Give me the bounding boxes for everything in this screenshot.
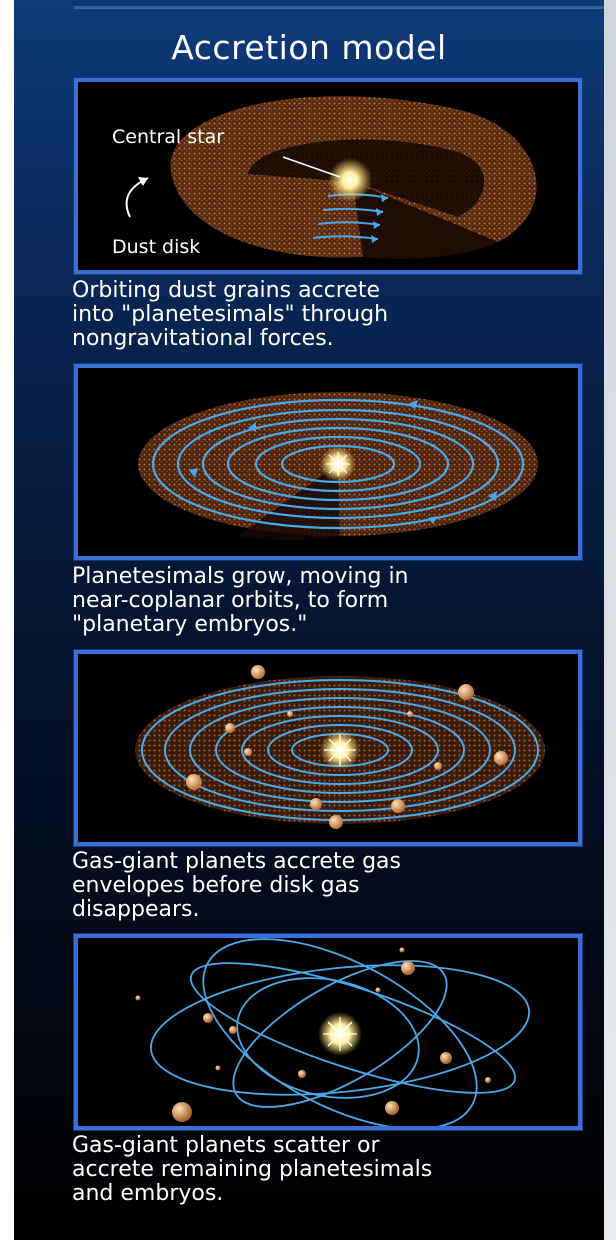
caption-2-line-3: "planetary embryos."	[72, 612, 308, 637]
caption-3-line-3: disappears.	[72, 897, 200, 922]
caption-2-line-1: Planetesimals grow, moving in	[72, 564, 409, 589]
panel-dust-disk: Central star Dust disk	[74, 78, 582, 274]
caption-4-line-1: Gas-giant planets scatter or	[72, 1133, 380, 1158]
panel-planetesimals	[74, 364, 582, 560]
accretion-poster: Accretion model	[14, 0, 604, 1240]
top-divider	[74, 6, 604, 9]
caption-3-line-1: Gas-giant planets accrete gas	[72, 849, 402, 874]
planetesimal-orbits-illustration	[138, 392, 538, 541]
label-central-star: Central star	[112, 126, 225, 148]
caption-1-line-2: into "planetesimals" through	[72, 302, 389, 327]
caption-3: Gas-giant planets accrete gas envelopes …	[72, 850, 602, 922]
caption-4-line-3: and embryos.	[72, 1181, 224, 1206]
label-dust-disk: Dust disk	[112, 236, 201, 258]
caption-1-line-1: Orbiting dust grains accrete	[72, 278, 380, 303]
caption-4-line-2: accrete remaining planetesimals	[72, 1157, 433, 1182]
caption-1-line-3: nongravitational forces.	[72, 326, 334, 351]
caption-1: Orbiting dust grains accrete into "plane…	[72, 279, 602, 351]
caption-2: Planetesimals grow, moving in near-copla…	[72, 565, 602, 637]
caption-3-line-2: envelopes before disk gas	[72, 873, 360, 898]
dust-disk-illustration	[125, 96, 537, 259]
scattered-orbits-illustration	[135, 938, 530, 1126]
page-title: Accretion model	[171, 28, 447, 67]
panel-scattering	[74, 934, 582, 1130]
gas-giant-disk-illustration	[135, 665, 545, 829]
caption-4: Gas-giant planets scatter or accrete rem…	[72, 1134, 602, 1206]
caption-2-line-2: near-coplanar orbits, to form	[72, 588, 389, 613]
panel-gas-giants	[74, 650, 582, 846]
page-edge-strip	[604, 0, 616, 1240]
